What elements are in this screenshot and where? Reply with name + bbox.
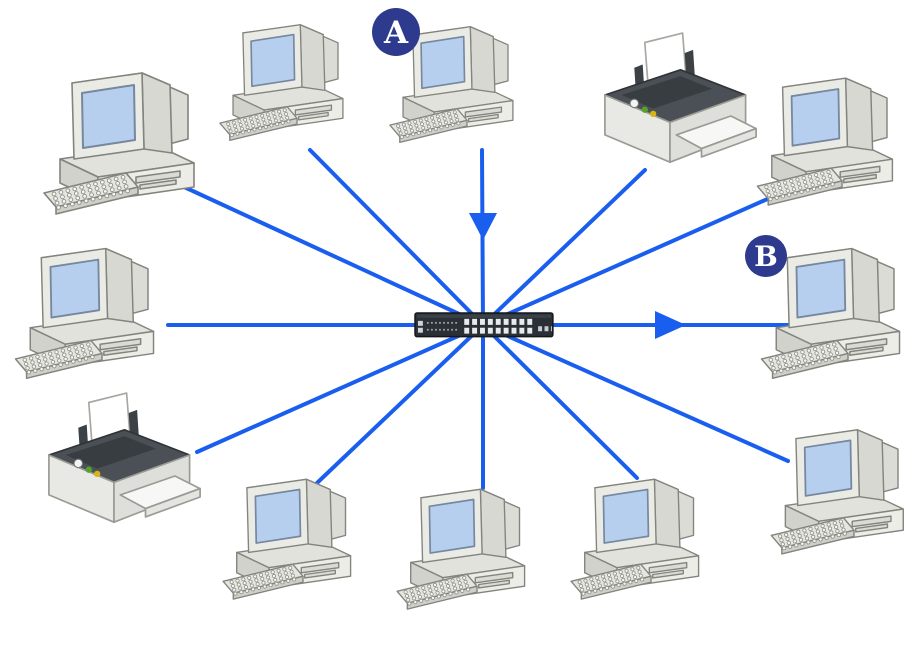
computer-node-left — [16, 249, 154, 379]
link-bottom-left — [315, 323, 485, 485]
computer-node-upper — [218, 22, 345, 143]
annotation-b-label: B — [754, 240, 778, 273]
link-printer-tr — [481, 168, 647, 327]
computer-node-bottom-right — [569, 477, 701, 602]
link-right-upper — [481, 195, 774, 327]
link-right-lower — [481, 323, 790, 463]
annotation-b-circle — [745, 235, 787, 277]
network-switch — [415, 313, 553, 337]
link-top-left — [180, 184, 485, 327]
computer-node-top-left — [44, 73, 194, 214]
computer-node-right-lower — [771, 430, 903, 554]
printer-node-lower-left — [48, 392, 201, 524]
printer-node-top-right — [604, 32, 757, 164]
link-bottom-right — [481, 323, 639, 480]
arrow-down-icon — [469, 213, 497, 240]
annotation-a-circle — [372, 8, 420, 56]
annotation-a: A — [372, 8, 420, 56]
computer-node-bottom-center — [395, 487, 527, 612]
arrow-right-icon — [655, 311, 686, 339]
annotation-a-label: A — [383, 15, 409, 51]
link-upper — [308, 148, 485, 327]
computer-node-right-upper — [757, 78, 892, 205]
computer-node-bottom-left — [221, 477, 353, 602]
annotation-b: B — [745, 235, 787, 277]
link-printer-bl — [195, 323, 485, 454]
